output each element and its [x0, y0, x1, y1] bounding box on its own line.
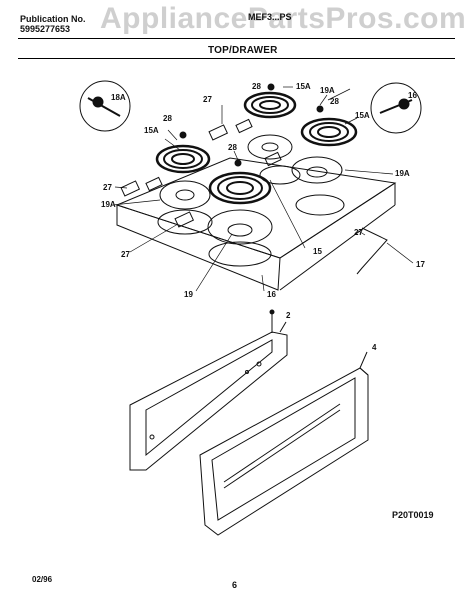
callout-2: 2: [286, 311, 291, 320]
callout-15a-top: 15A: [296, 82, 311, 91]
callout-15a-left: 15A: [144, 126, 159, 135]
publication-label: Publication No.: [20, 14, 86, 24]
drip-bowls: [157, 134, 345, 267]
callout-19a-left: 19A: [101, 200, 116, 209]
diagram-code: P20T0019: [392, 510, 434, 520]
callout-28-center: 28: [228, 143, 237, 152]
callout-19a-right: 19A: [395, 169, 410, 178]
callout-28-top: 28: [252, 82, 261, 91]
callout-27-left: 27: [103, 183, 112, 192]
wire-harness: [356, 227, 388, 275]
model-number: MEF3...PS: [248, 12, 292, 22]
callout-27-top: 27: [203, 95, 212, 104]
detail-circle-16: [370, 82, 422, 134]
callout-17: 17: [416, 260, 425, 269]
callout-18a: 18A: [111, 93, 126, 102]
page-number: 6: [232, 580, 238, 590]
section-title: TOP/DRAWER: [208, 45, 278, 56]
pins: [179, 83, 324, 167]
leader-lines: [112, 86, 414, 292]
callout-16-bottom: 16: [267, 290, 276, 299]
callout-19a-top: 19A: [320, 86, 335, 95]
header-rule-top: [18, 38, 455, 39]
callout-27-bottom-left: 27: [121, 250, 130, 259]
header-rule-bottom: [18, 58, 455, 59]
detail-circle-18a: [79, 80, 131, 132]
footer-date: 02/96: [32, 575, 53, 584]
publication-number: 5995277653: [20, 24, 71, 34]
drawer-front: [199, 321, 369, 536]
callout-15a-right: 15A: [355, 111, 370, 120]
callout-15: 15: [313, 247, 322, 256]
callout-16: 16: [408, 91, 417, 100]
callout-19: 19: [184, 290, 193, 299]
cooktop-panel: [115, 157, 397, 291]
callout-28-right: 28: [330, 97, 339, 106]
callout-28-left: 28: [163, 114, 172, 123]
callout-4: 4: [372, 343, 377, 352]
drawer-frame: [129, 309, 288, 471]
receptacles: [120, 118, 282, 228]
watermark: AppliancePartsPros.com: [100, 2, 467, 35]
surface-elements: [155, 91, 358, 205]
callout-27-bottom-right: 27: [354, 228, 363, 237]
